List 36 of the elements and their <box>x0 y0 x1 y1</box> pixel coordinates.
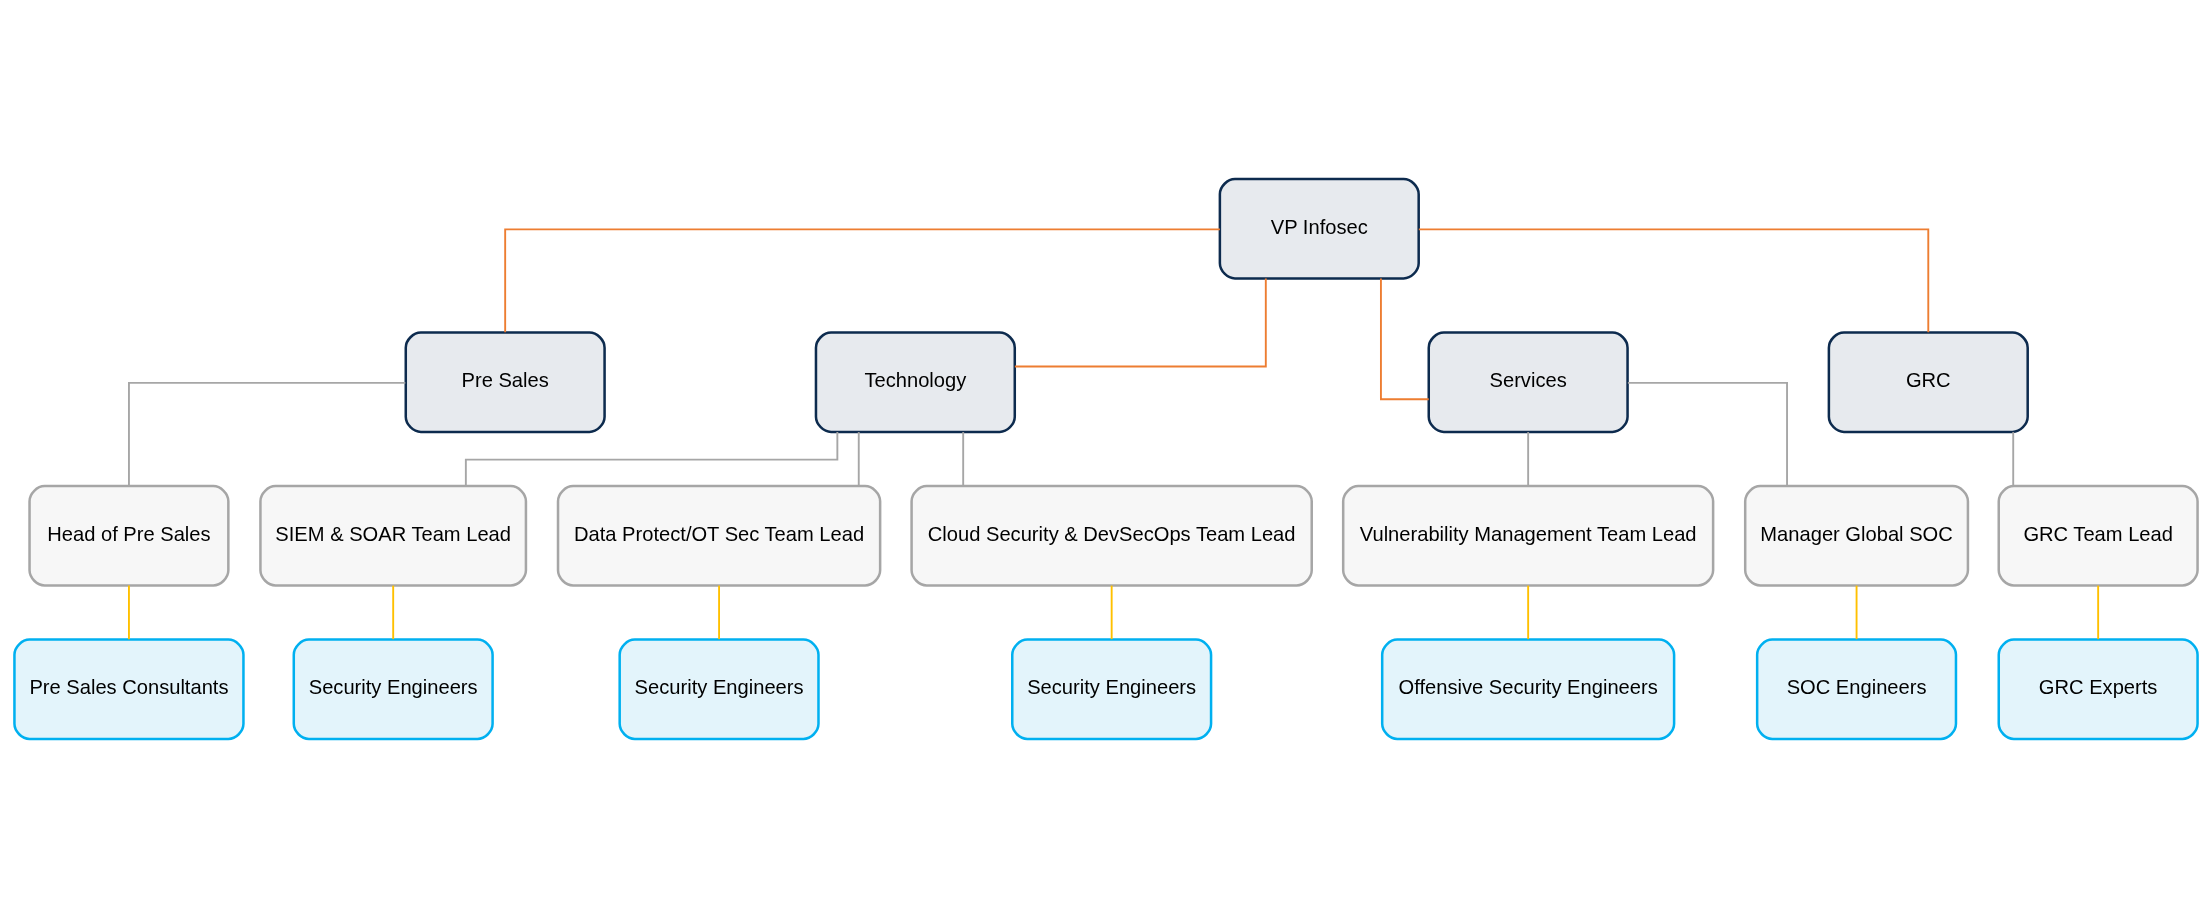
connector <box>1626 381 1788 487</box>
node-box: Security Engineers <box>292 637 494 740</box>
node-box: Pre Sales Consultants <box>13 637 245 740</box>
node-box: SIEM & SOAR Team Lead <box>259 484 528 587</box>
node-box: Services <box>1427 330 1629 433</box>
node-box: Manager Global SOC <box>1743 484 1970 587</box>
node-box: Head of Pre Sales <box>28 484 230 587</box>
node-box: GRC Team Lead <box>1997 484 2199 587</box>
connector <box>1110 584 1113 640</box>
node-box: SOC Engineers <box>1755 637 1958 740</box>
node-box: VP Infosec <box>1218 177 1420 280</box>
node-box: Vulnerability Management Team Lead <box>1341 484 1715 587</box>
node-box: Security Engineers <box>1011 637 1213 740</box>
connector <box>504 227 1221 333</box>
node-box: GRC <box>1827 330 2029 433</box>
connector <box>128 381 407 487</box>
node-box: Security Engineers <box>618 637 820 740</box>
node-box: Offensive Security Engineers <box>1380 637 1676 740</box>
connector <box>1417 227 1930 333</box>
connector <box>128 584 130 640</box>
node-box: Technology <box>814 330 1017 433</box>
connector <box>1855 584 1858 640</box>
connector <box>2097 584 2100 640</box>
connector <box>1380 277 1430 400</box>
connector <box>1527 584 1530 640</box>
node-box: Data Protect/OT Sec Team Lead <box>556 484 882 587</box>
node-box: Pre Sales <box>404 330 606 433</box>
connector <box>857 430 860 487</box>
connector <box>392 584 395 640</box>
connector <box>1013 277 1267 367</box>
connector <box>962 430 965 487</box>
connector <box>1527 430 1530 487</box>
connector <box>2012 430 2015 487</box>
node-box: Cloud Security & DevSecOps Team Lead <box>910 484 1313 587</box>
connector <box>718 584 721 640</box>
node-box: GRC Experts <box>1997 637 2199 740</box>
